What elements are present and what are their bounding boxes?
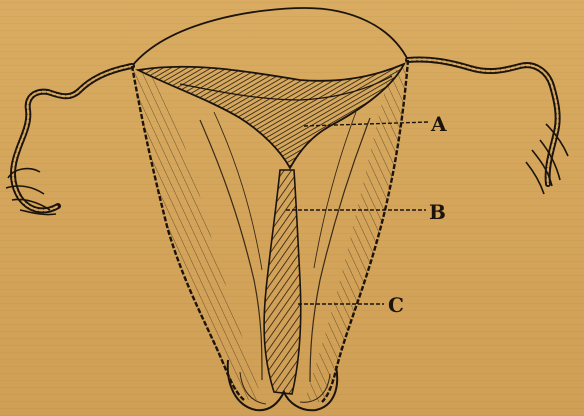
left-fallopian-tube — [13, 66, 132, 210]
label-c: C — [388, 295, 404, 315]
fundus-outline — [132, 8, 408, 66]
label-b: B — [429, 202, 446, 222]
label-a: A — [431, 114, 447, 134]
cervical-canal — [264, 170, 301, 394]
